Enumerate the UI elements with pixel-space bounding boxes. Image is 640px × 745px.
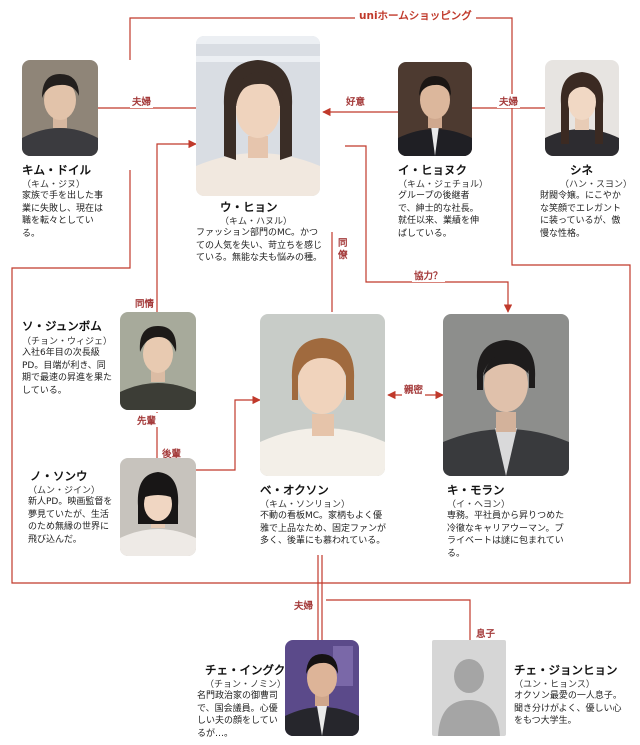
- so-junbom-photo: [120, 312, 196, 410]
- i-hyonuk-actor: （キム・ジェチョル）: [398, 180, 489, 190]
- che-inguk-photo: [285, 640, 359, 736]
- shine-desc: 財閥令嬢。にこやかな笑顔でエレガントに装っているが、傲慢な性格。: [540, 191, 622, 239]
- be-okson-actor: （キム・ソンリョン）: [260, 500, 351, 510]
- be-okson-photo: [260, 314, 385, 476]
- label-coworker: 同僚: [336, 238, 352, 262]
- che-inguk-desc: 名門政治家の御曹司で、国会議員。心優しい夫の顔をしているが…。: [197, 691, 279, 739]
- ki-moran-actor: （イ・ヘヨン）: [447, 500, 511, 510]
- no-sonu-photo: [120, 458, 196, 556]
- u-hyon-photo: [196, 36, 320, 196]
- che-inguk-name: チェ・イングク: [205, 663, 286, 677]
- shine-actor: （ハン・スヨン）: [560, 180, 633, 190]
- label-intimate: 親密: [402, 382, 426, 396]
- portrait-image: [443, 314, 569, 476]
- che-jonhyon-photo: [432, 640, 506, 736]
- portrait-image: [545, 60, 619, 156]
- portrait-image: [196, 36, 320, 196]
- label-senior: 先輩: [135, 413, 159, 427]
- che-inguk-actor: （チョン・ノミン）: [205, 680, 287, 690]
- no-sonu-desc: 新人PD。映画監督を夢見ていたが、生活のため無縁の世界に飛び込んだ。: [28, 497, 113, 545]
- label-couple-okson-inguk: 夫婦: [292, 598, 316, 612]
- company-banner: uniホームショッピング: [355, 8, 476, 23]
- u-hyon-desc: ファッション部門のMC。かつての人気を失い、苛立ちを感じている。無能な夫も悩みの…: [196, 228, 323, 263]
- che-jonhyon-actor: （ユン・ヒョンス）: [514, 680, 595, 690]
- ki-moran-photo: [443, 314, 569, 476]
- kim-doil-photo: [22, 60, 98, 156]
- label-son: 息子: [474, 626, 498, 640]
- i-hyonuk-desc: グループの後継者で、紳士的な社長。就任以来、業績を伸ばしている。: [398, 191, 480, 239]
- i-hyonuk-photo: [398, 62, 472, 156]
- u-hyon-name: ウ・ヒョン: [220, 200, 278, 214]
- label-cooperation: 協力？: [412, 268, 445, 282]
- so-junbom-desc: 入社6年目の次長級PD。目端が利き、同期で最速の昇進を果たしている。: [22, 348, 113, 396]
- portrait-image: [22, 60, 98, 156]
- che-jonhyon-name: チェ・ジョンヒョン: [514, 663, 618, 677]
- be-okson-desc: 不動の看板MC。家柄もよく優雅で上品なため、固定ファンが多く、後輩にも慕われてい…: [260, 511, 387, 546]
- label-junior: 後輩: [160, 446, 184, 460]
- shine-photo: [545, 60, 619, 156]
- placeholder-avatar-icon: [432, 640, 506, 736]
- label-couple-kim-hyon: 夫婦: [130, 94, 154, 108]
- no-sonu-actor: （ムン・ジイン）: [28, 486, 101, 496]
- u-hyon-actor: （キム・ハヌル）: [220, 217, 293, 227]
- ki-moran-desc: 専務。平社員から昇りつめた冷徹なキャリアウーマン。プライベートは謎に包まれている…: [447, 511, 565, 559]
- portrait-image: [285, 640, 359, 736]
- so-junbom-actor: （チョン・ウィジェ）: [22, 337, 113, 347]
- so-junbom-name: ソ・ジュンボム: [22, 319, 102, 333]
- be-okson-name: ベ・オクソン: [260, 483, 329, 497]
- portrait-image: [260, 314, 385, 476]
- portrait-image: [120, 458, 196, 556]
- kim-doil-name: キム・ドイル: [22, 163, 91, 177]
- no-sonu-name: ノ・ソンウ: [30, 469, 88, 483]
- ki-moran-name: キ・モラン: [447, 483, 505, 497]
- kim-doil-desc: 家族で手を出した事業に失敗し、現在は職を転々としている。: [22, 191, 104, 239]
- kim-doil-actor: （キム・ジヌ）: [22, 180, 86, 190]
- label-affection: 好意: [344, 94, 368, 108]
- i-hyonuk-name: イ・ヒョヌク: [398, 163, 467, 177]
- portrait-image: [120, 312, 196, 410]
- label-couple-hyonuk-shine: 夫婦: [497, 94, 521, 108]
- label-sympathy: 同情: [133, 296, 157, 310]
- che-jonhyon-desc: オクソン最愛の一人息子。聞き分けがよく、優しい心をもつ大学生。: [514, 691, 622, 726]
- portrait-image: [398, 62, 472, 156]
- shine-name: シネ: [570, 163, 593, 177]
